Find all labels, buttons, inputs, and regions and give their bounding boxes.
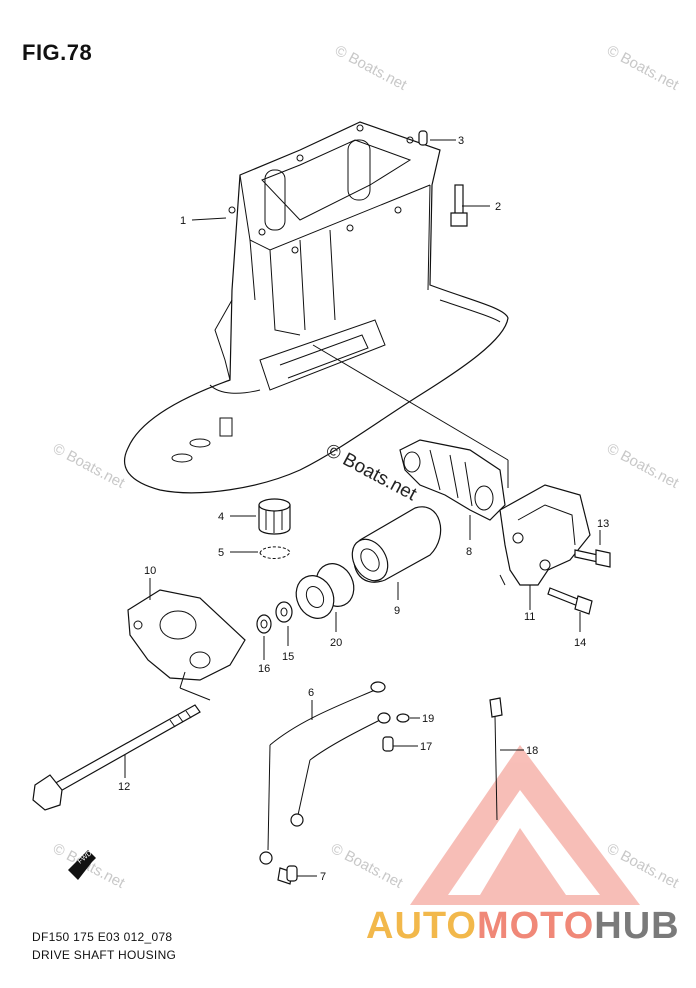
wire-screw-upper [382,736,394,752]
callout-9: 9 [394,605,400,617]
figure-name: DRIVE SHAFT HOUSING [32,948,177,962]
cable-tie [489,697,503,821]
long-through-bolt [32,704,201,811]
dowel-pin [418,130,428,146]
callout-11: 11 [524,611,535,623]
callout-5: 5 [218,547,224,559]
callout-20: 20 [330,637,342,649]
figure-title: FIG.78 [22,40,93,65]
callout-7: 7 [320,871,326,883]
seal-ring [259,546,291,559]
bushing [295,563,355,619]
washer-small [256,614,272,634]
callout-16: 16 [258,663,270,675]
bracket-bolt-lower [547,587,593,615]
damper-rubber [399,439,506,521]
callout-3: 3 [458,135,464,147]
brand-logo-triangle [410,745,640,905]
shaft-clamp [127,589,246,681]
mount-bracket [499,484,591,586]
callout-6: 6 [308,687,314,699]
wire-screw-lower [277,865,298,885]
callout-8: 8 [466,546,472,558]
figure-code: DF150 175 E03 012_078 [32,930,173,944]
brand-part-hub: HUB [594,905,680,947]
brand-wordmark: AUTOMOTOHUB [366,905,680,948]
callout-10: 10 [144,565,156,577]
ground-wire-upper [259,681,386,865]
brand-part-auto: AUTO [366,905,477,947]
callout-14: 14 [574,637,586,649]
callout-1: 1 [180,215,186,227]
callout-19: 19 [422,713,434,725]
brand-part-moto: MOTO [476,905,595,947]
mount-rubber [351,506,442,583]
housing-bolt [450,184,468,227]
callout-2: 2 [495,201,501,213]
callout-13: 13 [597,518,609,530]
callout-4: 4 [218,511,224,523]
grommet [258,498,291,535]
washer-large [275,601,293,623]
ground-wire-lower [290,712,391,827]
drive-shaft-housing [123,121,509,494]
callout-17: 17 [420,741,432,753]
callout-18: 18 [526,745,538,757]
callout-15: 15 [282,651,294,663]
callout-12: 12 [118,781,130,793]
bracket-bolt-upper [574,549,611,568]
forward-direction-arrow: FWD [68,850,96,880]
wire-washer [396,713,410,723]
